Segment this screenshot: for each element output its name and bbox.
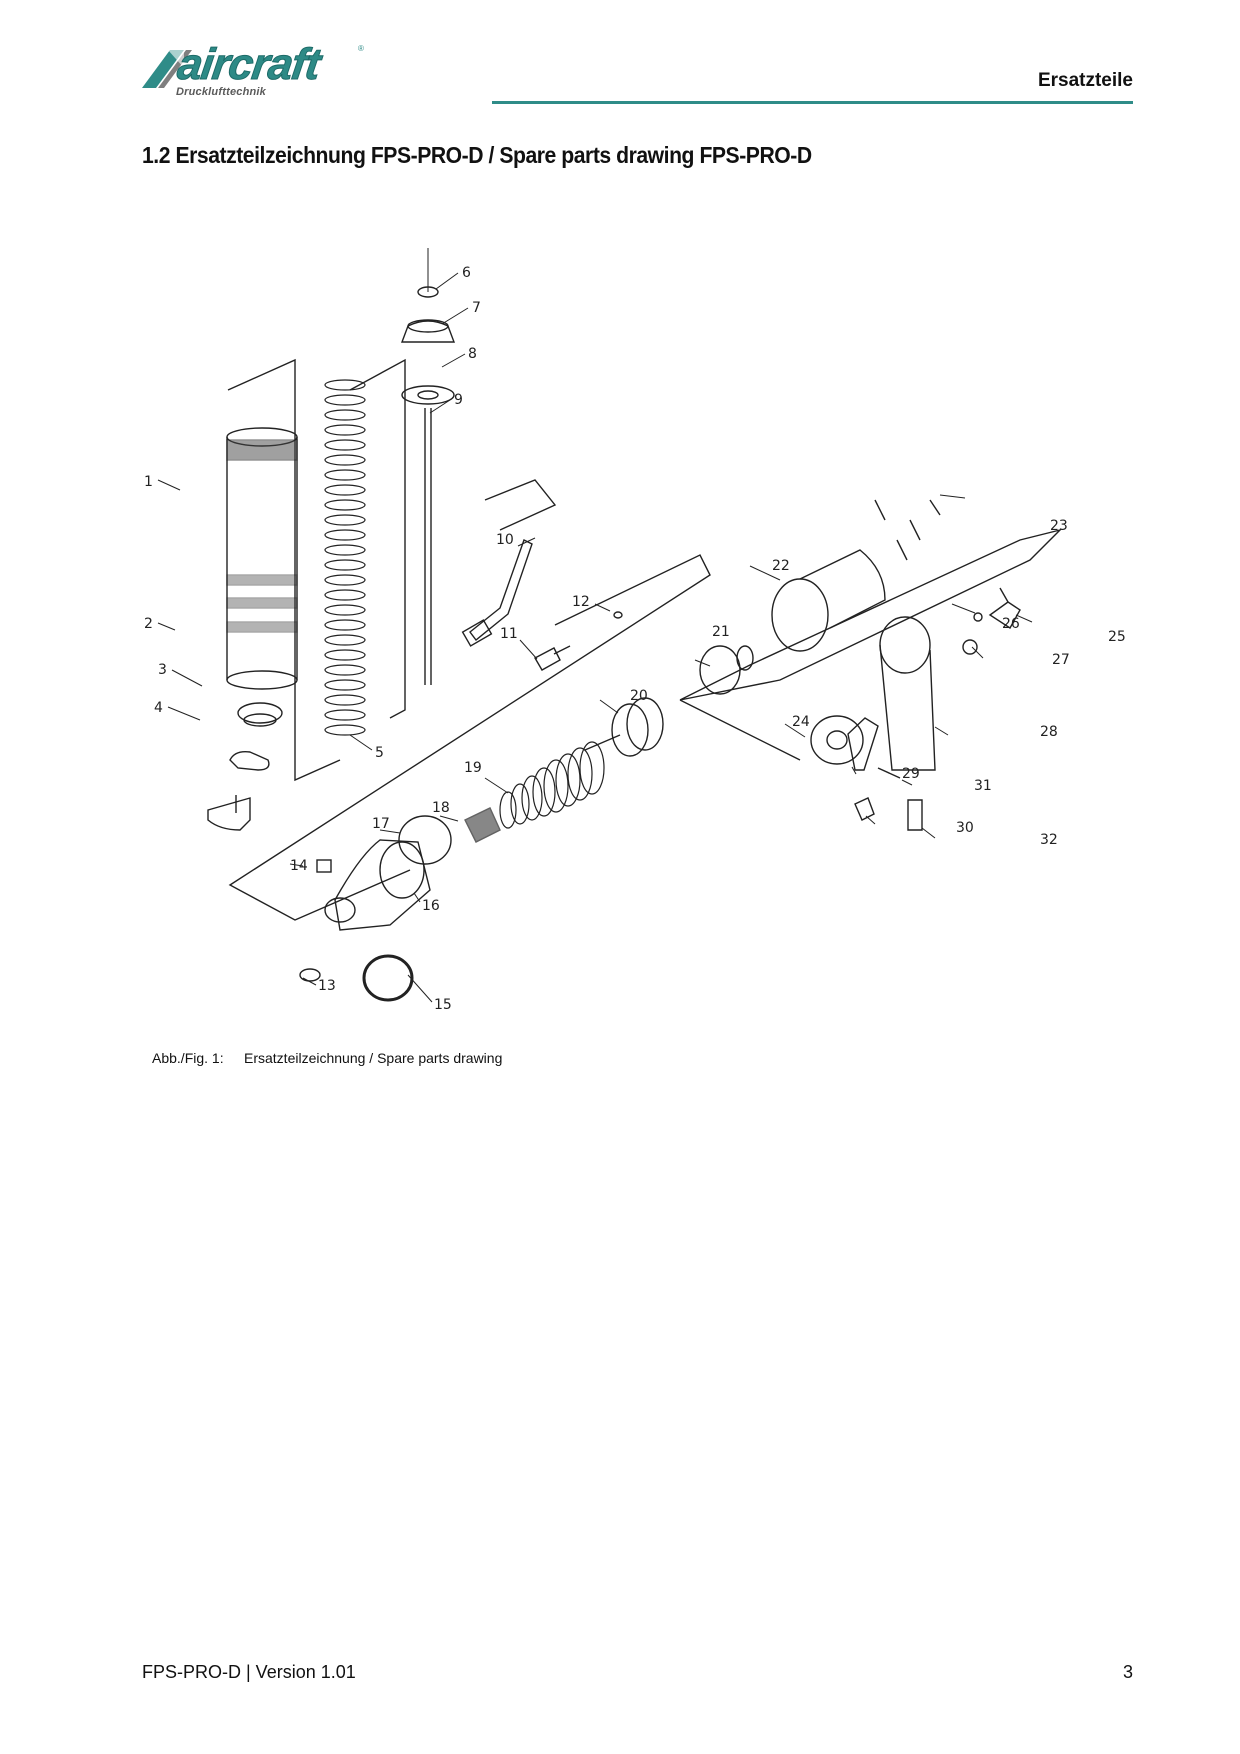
part-label: 26 — [1002, 616, 1020, 632]
part-label: 24 — [792, 714, 810, 730]
part-label: 11 — [500, 626, 518, 642]
part-label: 29 — [902, 766, 920, 782]
part-label: 2 — [144, 616, 153, 632]
registered-mark: ® — [358, 44, 364, 53]
part-label: 30 — [956, 820, 974, 836]
footer-page-number: 3 — [1122, 1662, 1133, 1682]
logo-wordmark: aircraft — [174, 40, 323, 90]
caption-label: Abb./Fig. 1: — [152, 1050, 224, 1066]
aircraft-logo: aircraft ® Drucklufttechnik — [140, 40, 370, 108]
part-label: 12 — [572, 594, 590, 610]
part-label: 10 — [496, 532, 514, 548]
logo-tagline: Drucklufttechnik — [176, 86, 266, 98]
part-label: 32 — [1040, 832, 1058, 848]
part-label: 8 — [468, 346, 477, 362]
part-label: 27 — [1052, 652, 1070, 668]
part-label: 6 — [462, 265, 471, 281]
section-label: Ersatzteile — [1037, 70, 1133, 91]
part-label: 28 — [1040, 724, 1058, 740]
part-label: 21 — [712, 624, 730, 640]
part-label: 23 — [1050, 518, 1068, 534]
part-label: 7 — [472, 300, 481, 316]
part-label: 3 — [158, 662, 167, 678]
part-label: 9 — [454, 392, 463, 408]
caption-text: Ersatzteilzeichnung / Spare parts drawin… — [244, 1050, 503, 1066]
part-label: 13 — [318, 978, 336, 994]
part-label: 14 — [290, 858, 308, 874]
part-label: 4 — [154, 700, 163, 716]
page-title: 1.2 Ersatzteilzeichnung FPS-PRO-D / Spar… — [142, 142, 812, 168]
spare-parts-drawing: 1 2 3 4 5 6 7 8 9 10 11 12 13 14 15 16 1… — [144, 248, 1126, 1013]
part-label: 19 — [464, 760, 482, 776]
part-label: 25 — [1108, 629, 1126, 645]
part-label: 18 — [432, 800, 450, 816]
header-rule — [492, 101, 1133, 104]
part-label: 5 — [375, 745, 384, 761]
part-label: 17 — [372, 816, 390, 832]
figure-caption: Abb./Fig. 1: Ersatzteilzeichnung / Spare … — [152, 1050, 502, 1066]
part-label: 1 — [144, 474, 153, 490]
logo-mark-icon — [142, 50, 192, 88]
part-label: 22 — [772, 558, 790, 574]
footer-document-version: FPS-PRO-D | Version 1.01 — [142, 1662, 356, 1682]
part-label: 16 — [422, 898, 440, 914]
part-label: 15 — [434, 997, 452, 1013]
part-label: 31 — [974, 778, 992, 794]
part-label: 20 — [630, 688, 648, 704]
